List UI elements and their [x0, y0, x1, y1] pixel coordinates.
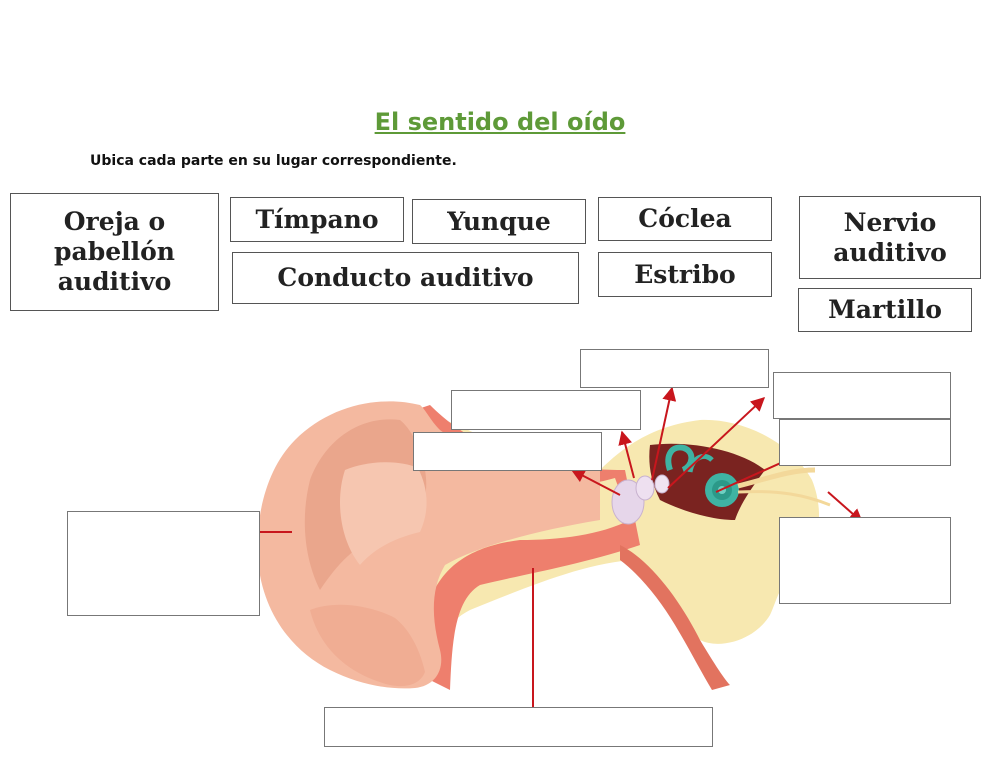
label-coclea[interactable]: Cóclea	[598, 197, 772, 241]
label-conducto-text: Conducto auditivo	[277, 263, 534, 292]
label-yunque[interactable]: Yunque	[412, 199, 586, 244]
earlobe	[310, 604, 425, 687]
page-title: El sentido del oído	[374, 108, 626, 136]
drop-zone-estribo[interactable]	[773, 372, 951, 419]
arrow-timpano	[570, 469, 621, 496]
semicircular-canal-2	[687, 454, 714, 473]
anvil-ossicle	[654, 474, 670, 494]
drop-zone-nervio[interactable]	[779, 517, 951, 604]
auditory-nerve	[737, 467, 816, 489]
drop-zone-conducto[interactable]	[324, 707, 713, 747]
label-coclea-text: Cóclea	[638, 204, 732, 233]
hammer-ossicle	[635, 475, 655, 501]
semicircular-canals	[665, 444, 695, 473]
label-yunque-text: Yunque	[447, 206, 551, 236]
label-oreja-text: Oreja o pabellón auditivo	[54, 207, 175, 296]
label-martillo-text: Martillo	[828, 295, 942, 324]
drop-zone-martillo[interactable]	[451, 390, 641, 430]
label-martillo[interactable]: Martillo	[798, 288, 972, 332]
drop-zone-yunque[interactable]	[580, 349, 769, 388]
label-nervio[interactable]: Nervio auditivo	[799, 196, 981, 279]
drop-zone-coclea[interactable]	[779, 419, 951, 466]
arrow-martillo	[618, 430, 635, 479]
eustachian-tube	[620, 545, 730, 690]
arrow-yunque	[651, 386, 677, 481]
label-conducto[interactable]: Conducto auditivo	[232, 252, 579, 304]
instruction-text: Ubica cada parte en su lugar correspondi…	[90, 153, 457, 169]
label-timpano-text: Tímpano	[255, 204, 379, 234]
drop-zone-oreja[interactable]	[67, 511, 260, 616]
label-oreja[interactable]: Oreja o pabellón auditivo	[10, 193, 219, 311]
arrow-estribo	[667, 397, 766, 489]
concha	[340, 462, 427, 565]
label-estribo[interactable]: Estribo	[598, 252, 772, 297]
drop-zone-timpano[interactable]	[413, 432, 602, 471]
label-timpano[interactable]: Tímpano	[230, 197, 404, 242]
label-nervio-text: Nervio auditivo	[833, 207, 947, 267]
auditory-nerve-2	[737, 490, 831, 507]
label-estribo-text: Estribo	[634, 259, 736, 289]
